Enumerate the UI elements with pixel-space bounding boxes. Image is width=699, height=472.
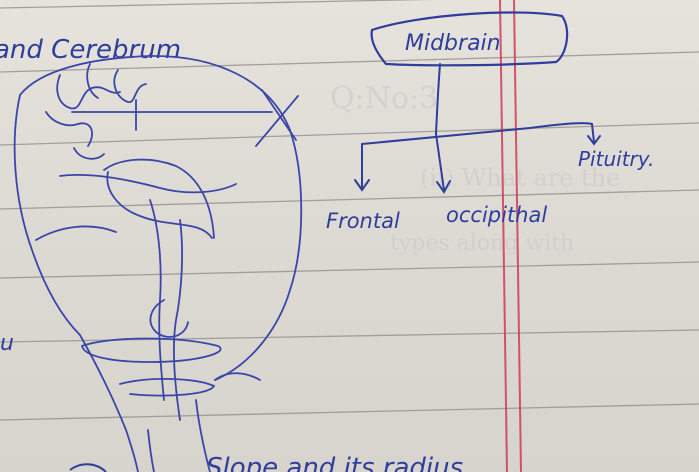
left-margin-mark: u bbox=[0, 331, 14, 356]
branch-occipithal: occipithal bbox=[446, 203, 547, 227]
ruled-lines bbox=[0, 0, 699, 421]
midbrain-node: Midbrain bbox=[370, 11, 569, 67]
bleed-through-text: Q:No:3 (ii) What are the types along wit… bbox=[330, 81, 620, 256]
bottom-left-scribble bbox=[69, 463, 107, 472]
bottom-line-text: Slope and its radius bbox=[206, 453, 463, 472]
bleed-text-line-3: types along with bbox=[390, 231, 574, 256]
branch-pituitry: Pituitry. bbox=[578, 147, 654, 171]
brain-sketch bbox=[13, 55, 303, 472]
bleed-text-line-2: (ii) What are the bbox=[420, 164, 620, 192]
midbrain-label: Midbrain bbox=[405, 31, 501, 56]
tree-connectors bbox=[354, 63, 601, 194]
bleed-text-question: Q:No:3 bbox=[330, 81, 438, 116]
title-fragment: and Cerebrum bbox=[0, 35, 181, 65]
branch-frontal: Frontal bbox=[326, 209, 400, 233]
margin-lines bbox=[499, 0, 522, 472]
